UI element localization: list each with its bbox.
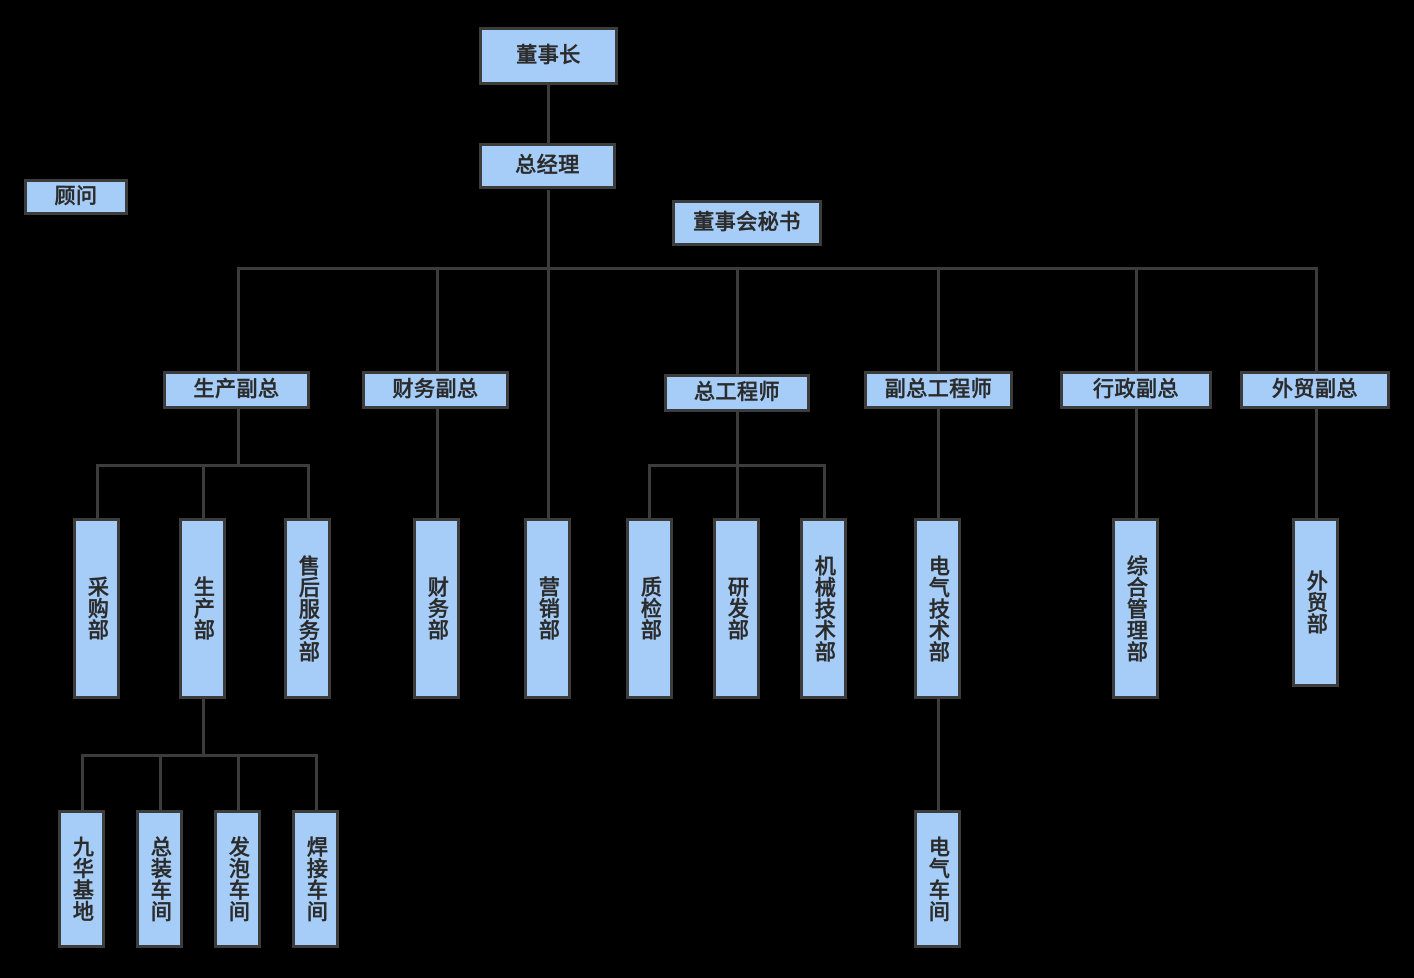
edge-to-ws-electrical	[937, 699, 940, 810]
node-vp-admin[interactable]: 行政副总	[1060, 371, 1212, 409]
edge-to-dept-production	[202, 464, 205, 518]
node-vp-foreign-trade[interactable]: 外贸副总	[1240, 371, 1390, 409]
edge-main-bus	[237, 267, 1318, 270]
edge-to-dept-quality	[648, 464, 651, 518]
node-ws-jiuhua-base-label: 九华基地	[70, 836, 94, 922]
edge-vp-production-stem	[237, 409, 240, 467]
node-deputy-chief-engineer[interactable]: 副总工程师	[864, 371, 1013, 409]
edge-chairman-to-gm	[547, 85, 550, 143]
node-vp-foreign-trade-label: 外贸副总	[1272, 378, 1358, 402]
edge-to-dept-after-sales	[307, 464, 310, 518]
node-advisor-label: 顾问	[54, 185, 98, 209]
node-ws-jiuhua-base[interactable]: 九华基地	[58, 810, 105, 948]
edge-to-dept-finance	[436, 409, 439, 518]
edge-to-dept-general-admin	[1135, 409, 1138, 518]
node-dept-finance[interactable]: 财务部	[413, 518, 460, 699]
node-dept-elec-tech-label: 电气技术部	[926, 554, 950, 663]
node-dept-purchasing[interactable]: 采购部	[73, 518, 120, 699]
node-dept-after-sales-label: 售后服务部	[296, 554, 320, 663]
node-vp-production[interactable]: 生产副总	[163, 371, 310, 409]
node-general-manager-label: 总经理	[515, 154, 580, 178]
node-ws-foaming[interactable]: 发泡车间	[214, 810, 261, 948]
edge-to-dept-mech-tech	[823, 464, 826, 518]
node-dept-mech-tech-label: 机械技术部	[812, 554, 836, 663]
node-dept-foreign-trade-label: 外贸部	[1304, 570, 1328, 635]
edge-bus-to-vp-foreign-trade	[1315, 267, 1318, 371]
node-dept-general-admin[interactable]: 综合管理部	[1112, 518, 1159, 699]
node-ws-assembly[interactable]: 总装车间	[136, 810, 183, 948]
edge-bus-to-deputy-chief-engineer	[937, 267, 940, 371]
node-board-secretary[interactable]: 董事会秘书	[672, 200, 822, 246]
node-dept-elec-tech[interactable]: 电气技术部	[914, 518, 961, 699]
edge-to-dept-rnd	[736, 464, 739, 518]
node-vp-production-label: 生产副总	[193, 378, 280, 402]
edge-dept-production-stem	[202, 699, 205, 757]
node-chairman[interactable]: 董事长	[479, 27, 618, 85]
node-dept-marketing-label: 营销部	[536, 576, 560, 641]
node-chairman-label: 董事长	[516, 44, 581, 68]
node-dept-foreign-trade[interactable]: 外贸部	[1292, 518, 1339, 687]
node-ws-welding[interactable]: 焊接车间	[292, 810, 339, 948]
edge-to-dept-elec-tech	[937, 409, 940, 518]
edge-bus-to-chief-engineer	[736, 267, 739, 374]
node-dept-rnd-label: 研发部	[725, 576, 749, 641]
node-advisor[interactable]: 顾问	[24, 179, 128, 215]
node-dept-mech-tech[interactable]: 机械技术部	[800, 518, 847, 699]
node-dept-production[interactable]: 生产部	[179, 518, 226, 699]
node-dept-marketing[interactable]: 营销部	[524, 518, 571, 699]
node-chief-engineer-label: 总工程师	[694, 381, 780, 405]
node-ws-electrical-label: 电气车间	[926, 836, 950, 922]
edge-bus-to-vp-finance	[436, 267, 439, 371]
node-vp-finance[interactable]: 财务副总	[362, 371, 509, 409]
edge-to-ws-jiuhua-base	[81, 754, 84, 810]
edge-gm-stem	[547, 190, 550, 520]
node-vp-admin-label: 行政副总	[1093, 378, 1179, 402]
edge-chief-engineer-stem	[736, 412, 739, 467]
node-chief-engineer[interactable]: 总工程师	[664, 374, 810, 412]
node-dept-finance-label: 财务部	[425, 576, 449, 641]
edge-bus-to-vp-admin	[1135, 267, 1138, 371]
node-ws-assembly-label: 总装车间	[148, 836, 172, 922]
edge-dept-production-bus	[81, 754, 318, 757]
edge-to-ws-foaming	[237, 754, 240, 810]
node-general-manager[interactable]: 总经理	[479, 143, 616, 189]
node-dept-general-admin-label: 综合管理部	[1124, 554, 1148, 663]
node-deputy-chief-engineer-label: 副总工程师	[884, 378, 993, 402]
node-ws-foaming-label: 发泡车间	[226, 836, 250, 922]
edge-to-ws-assembly	[159, 754, 162, 810]
edge-to-dept-purchasing	[96, 464, 99, 518]
edge-to-ws-welding	[315, 754, 318, 810]
node-ws-welding-label: 焊接车间	[304, 836, 328, 922]
edge-to-dept-foreign-trade	[1315, 409, 1318, 518]
edge-bus-to-vp-production	[237, 267, 240, 371]
node-dept-purchasing-label: 采购部	[85, 576, 109, 641]
node-dept-quality[interactable]: 质检部	[626, 518, 673, 699]
node-ws-electrical[interactable]: 电气车间	[914, 810, 961, 948]
node-vp-finance-label: 财务副总	[392, 378, 479, 402]
node-board-secretary-label: 董事会秘书	[693, 211, 801, 235]
node-dept-rnd[interactable]: 研发部	[713, 518, 760, 699]
node-dept-quality-label: 质检部	[638, 576, 662, 641]
node-dept-after-sales[interactable]: 售后服务部	[284, 518, 331, 699]
node-dept-production-label: 生产部	[191, 576, 215, 641]
